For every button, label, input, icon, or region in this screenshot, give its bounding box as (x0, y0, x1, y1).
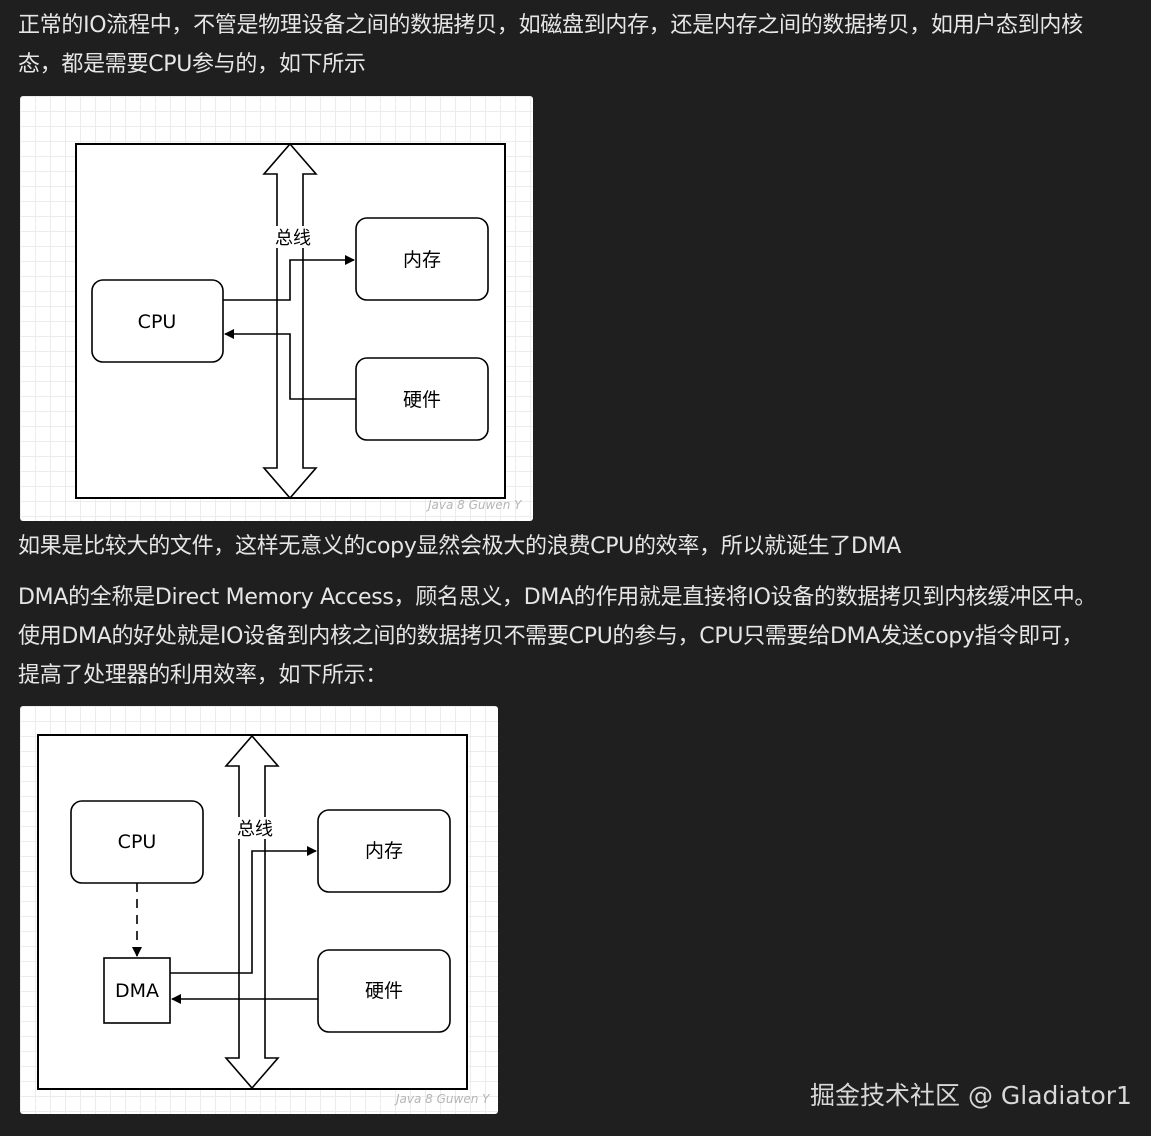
dma-box (103, 957, 171, 1024)
paragraph-intro: 正常的IO流程中，不管是物理设备之间的数据拷贝，如磁盘到内存，还是内存之间的数据… (18, 6, 1083, 84)
paragraph-dma-line-2: 使用DMA的好处就是IO设备到内核之间的数据拷贝不需要CPU的参与，CPU只需要… (18, 624, 1084, 649)
diagram-dma-io: 总线 CPU DMA 内存 硬件 Java 8 Guwen Y (20, 706, 498, 1114)
diagram-watermark: Java 8 Guwen Y (396, 1092, 490, 1106)
dma-label: DMA (115, 980, 159, 1002)
diagram-cpu-io: 总线 CPU 内存 硬件 Java 8 Guwen Y (20, 96, 533, 521)
hardware-box (317, 949, 451, 1033)
cpu-box (91, 279, 224, 363)
cpu-label: CPU (118, 831, 157, 853)
site-watermark: 掘金技术社区 @ Gladiator1 (810, 1081, 1132, 1110)
paragraph-dma-origin: 如果是比较大的文件，这样无意义的copy显然会极大的浪费CPU的效率，所以就诞生… (18, 534, 902, 559)
cpu-to-memory-arrow (223, 255, 355, 301)
memory-label: 内存 (403, 249, 441, 271)
bus-label: 总线 (237, 819, 273, 840)
memory-label: 内存 (365, 840, 403, 862)
memory-box (355, 217, 489, 301)
diagram-watermark: Java 8 Guwen Y (428, 498, 522, 512)
paragraph-intro-line-1: 正常的IO流程中，不管是物理设备之间的数据拷贝，如磁盘到内存，还是内存之间的数据… (18, 13, 1083, 38)
dma-to-memory-arrow (170, 846, 317, 974)
paragraph-dma-definition: DMA的全称是Direct Memory Access，顾名思义，DMA的作用就… (18, 578, 1096, 695)
paragraph-dma-line-3: 提高了处理器的利用效率，如下所示： (18, 663, 387, 688)
hardware-label: 硬件 (403, 389, 441, 411)
bus-label: 总线 (275, 228, 311, 249)
memory-box (317, 809, 451, 893)
paragraph-dma-line-1: DMA的全称是Direct Memory Access，顾名思义，DMA的作用就… (18, 585, 1097, 610)
cpu-label: CPU (138, 311, 177, 333)
paragraph-intro-line-2: 态，都是需要CPU参与的，如下所示 (18, 52, 366, 77)
hardware-to-cpu-arrow (224, 329, 356, 400)
hardware-label: 硬件 (365, 980, 403, 1002)
